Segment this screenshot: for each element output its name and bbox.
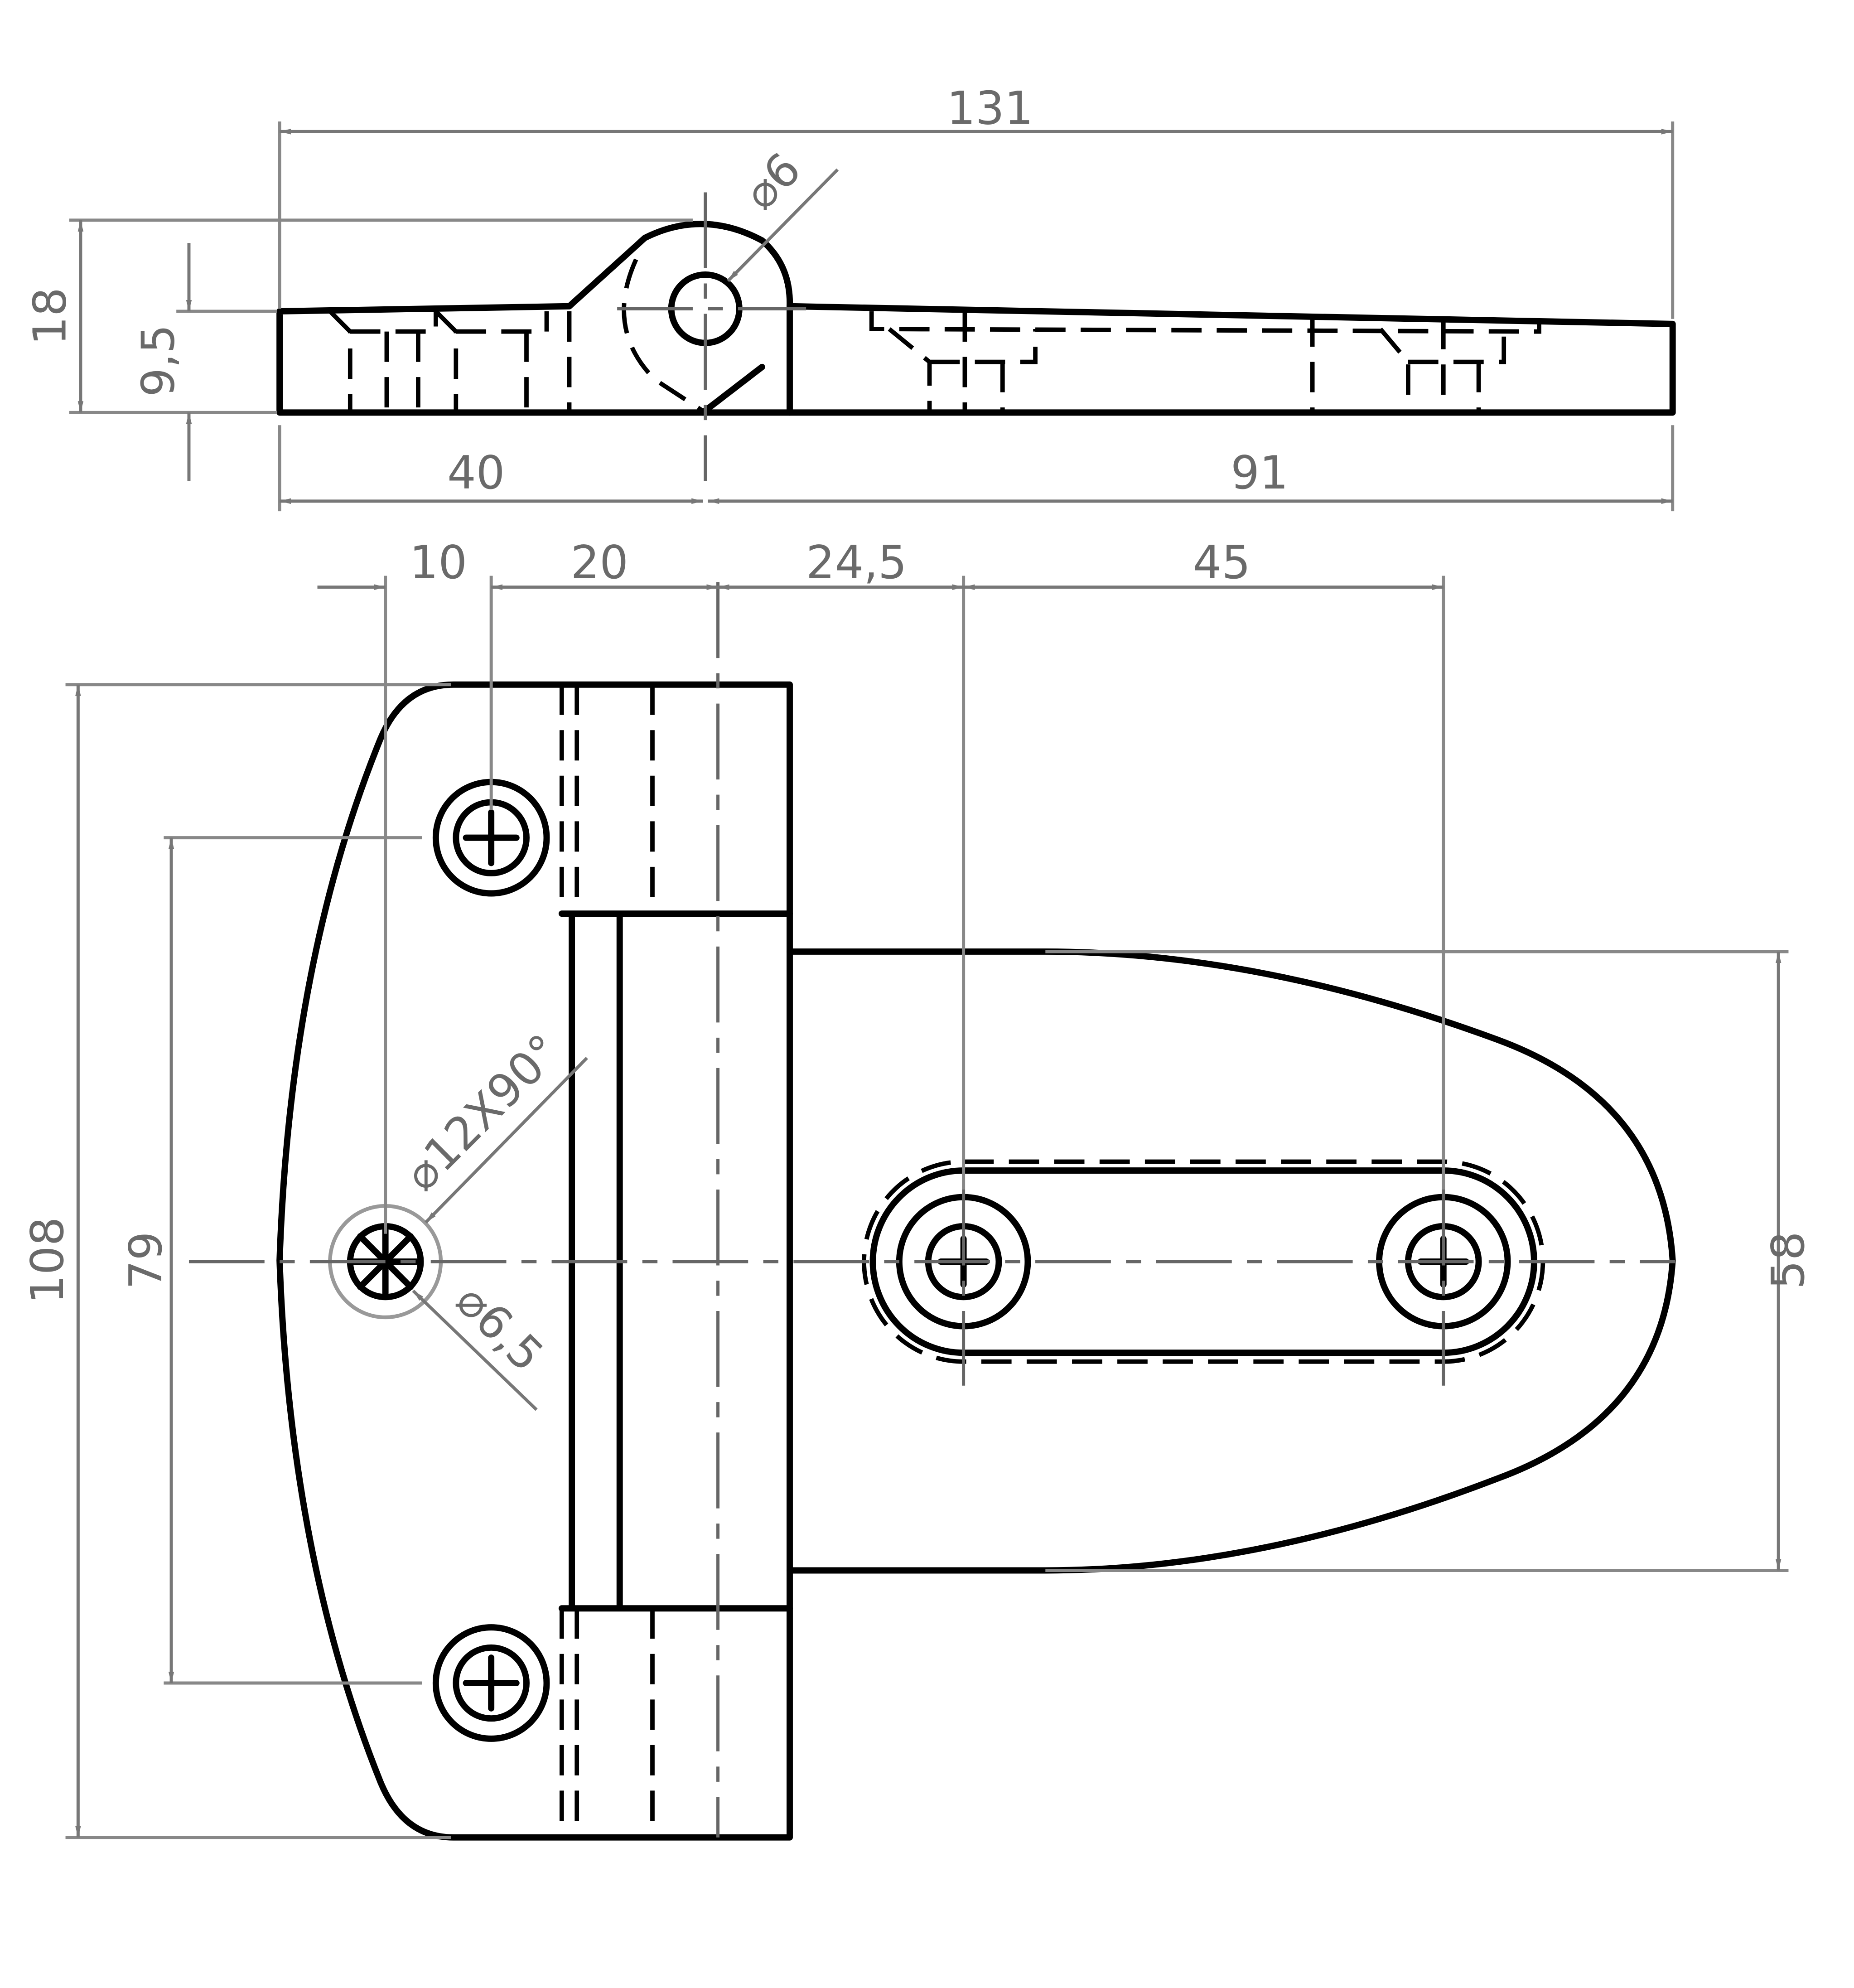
knuckle-lower-edge <box>700 363 765 416</box>
dim-hole-to-pin: 20 <box>571 536 628 589</box>
dim-leaf-thickness: 9,5 <box>132 324 185 397</box>
dim-overall-length: 131 <box>946 82 1033 135</box>
side-view-outline <box>276 221 1676 416</box>
dim-countersink: ⌀12X90° <box>395 1024 571 1201</box>
hole-bottom <box>432 1624 550 1742</box>
dim-slot-hole-spacing: 45 <box>1193 536 1250 589</box>
dim-edge-to-hole: 10 <box>410 536 467 589</box>
dim-hole-diameter: ⌀6,5 <box>446 1274 554 1382</box>
dim-right-leaf-width: 58 <box>1762 1231 1815 1289</box>
dim-pin-to-left: 40 <box>447 446 505 499</box>
dim-pin-to-slot-hole: 24,5 <box>806 536 907 589</box>
dim-height-total: 18 <box>24 287 77 345</box>
plan-view: 10 20 24,5 45 108 79 58 ⌀12X90° ⌀6,5 <box>21 536 1815 1841</box>
dim-hole-spacing-vertical: 79 <box>119 1231 172 1289</box>
dim-pin-to-right: 91 <box>1231 446 1288 499</box>
knuckle-hidden-arc <box>622 258 707 415</box>
dim-left-leaf-height: 108 <box>21 1217 74 1304</box>
side-view: 131 18 9,5 ⌀6 40 91 <box>24 82 1676 512</box>
